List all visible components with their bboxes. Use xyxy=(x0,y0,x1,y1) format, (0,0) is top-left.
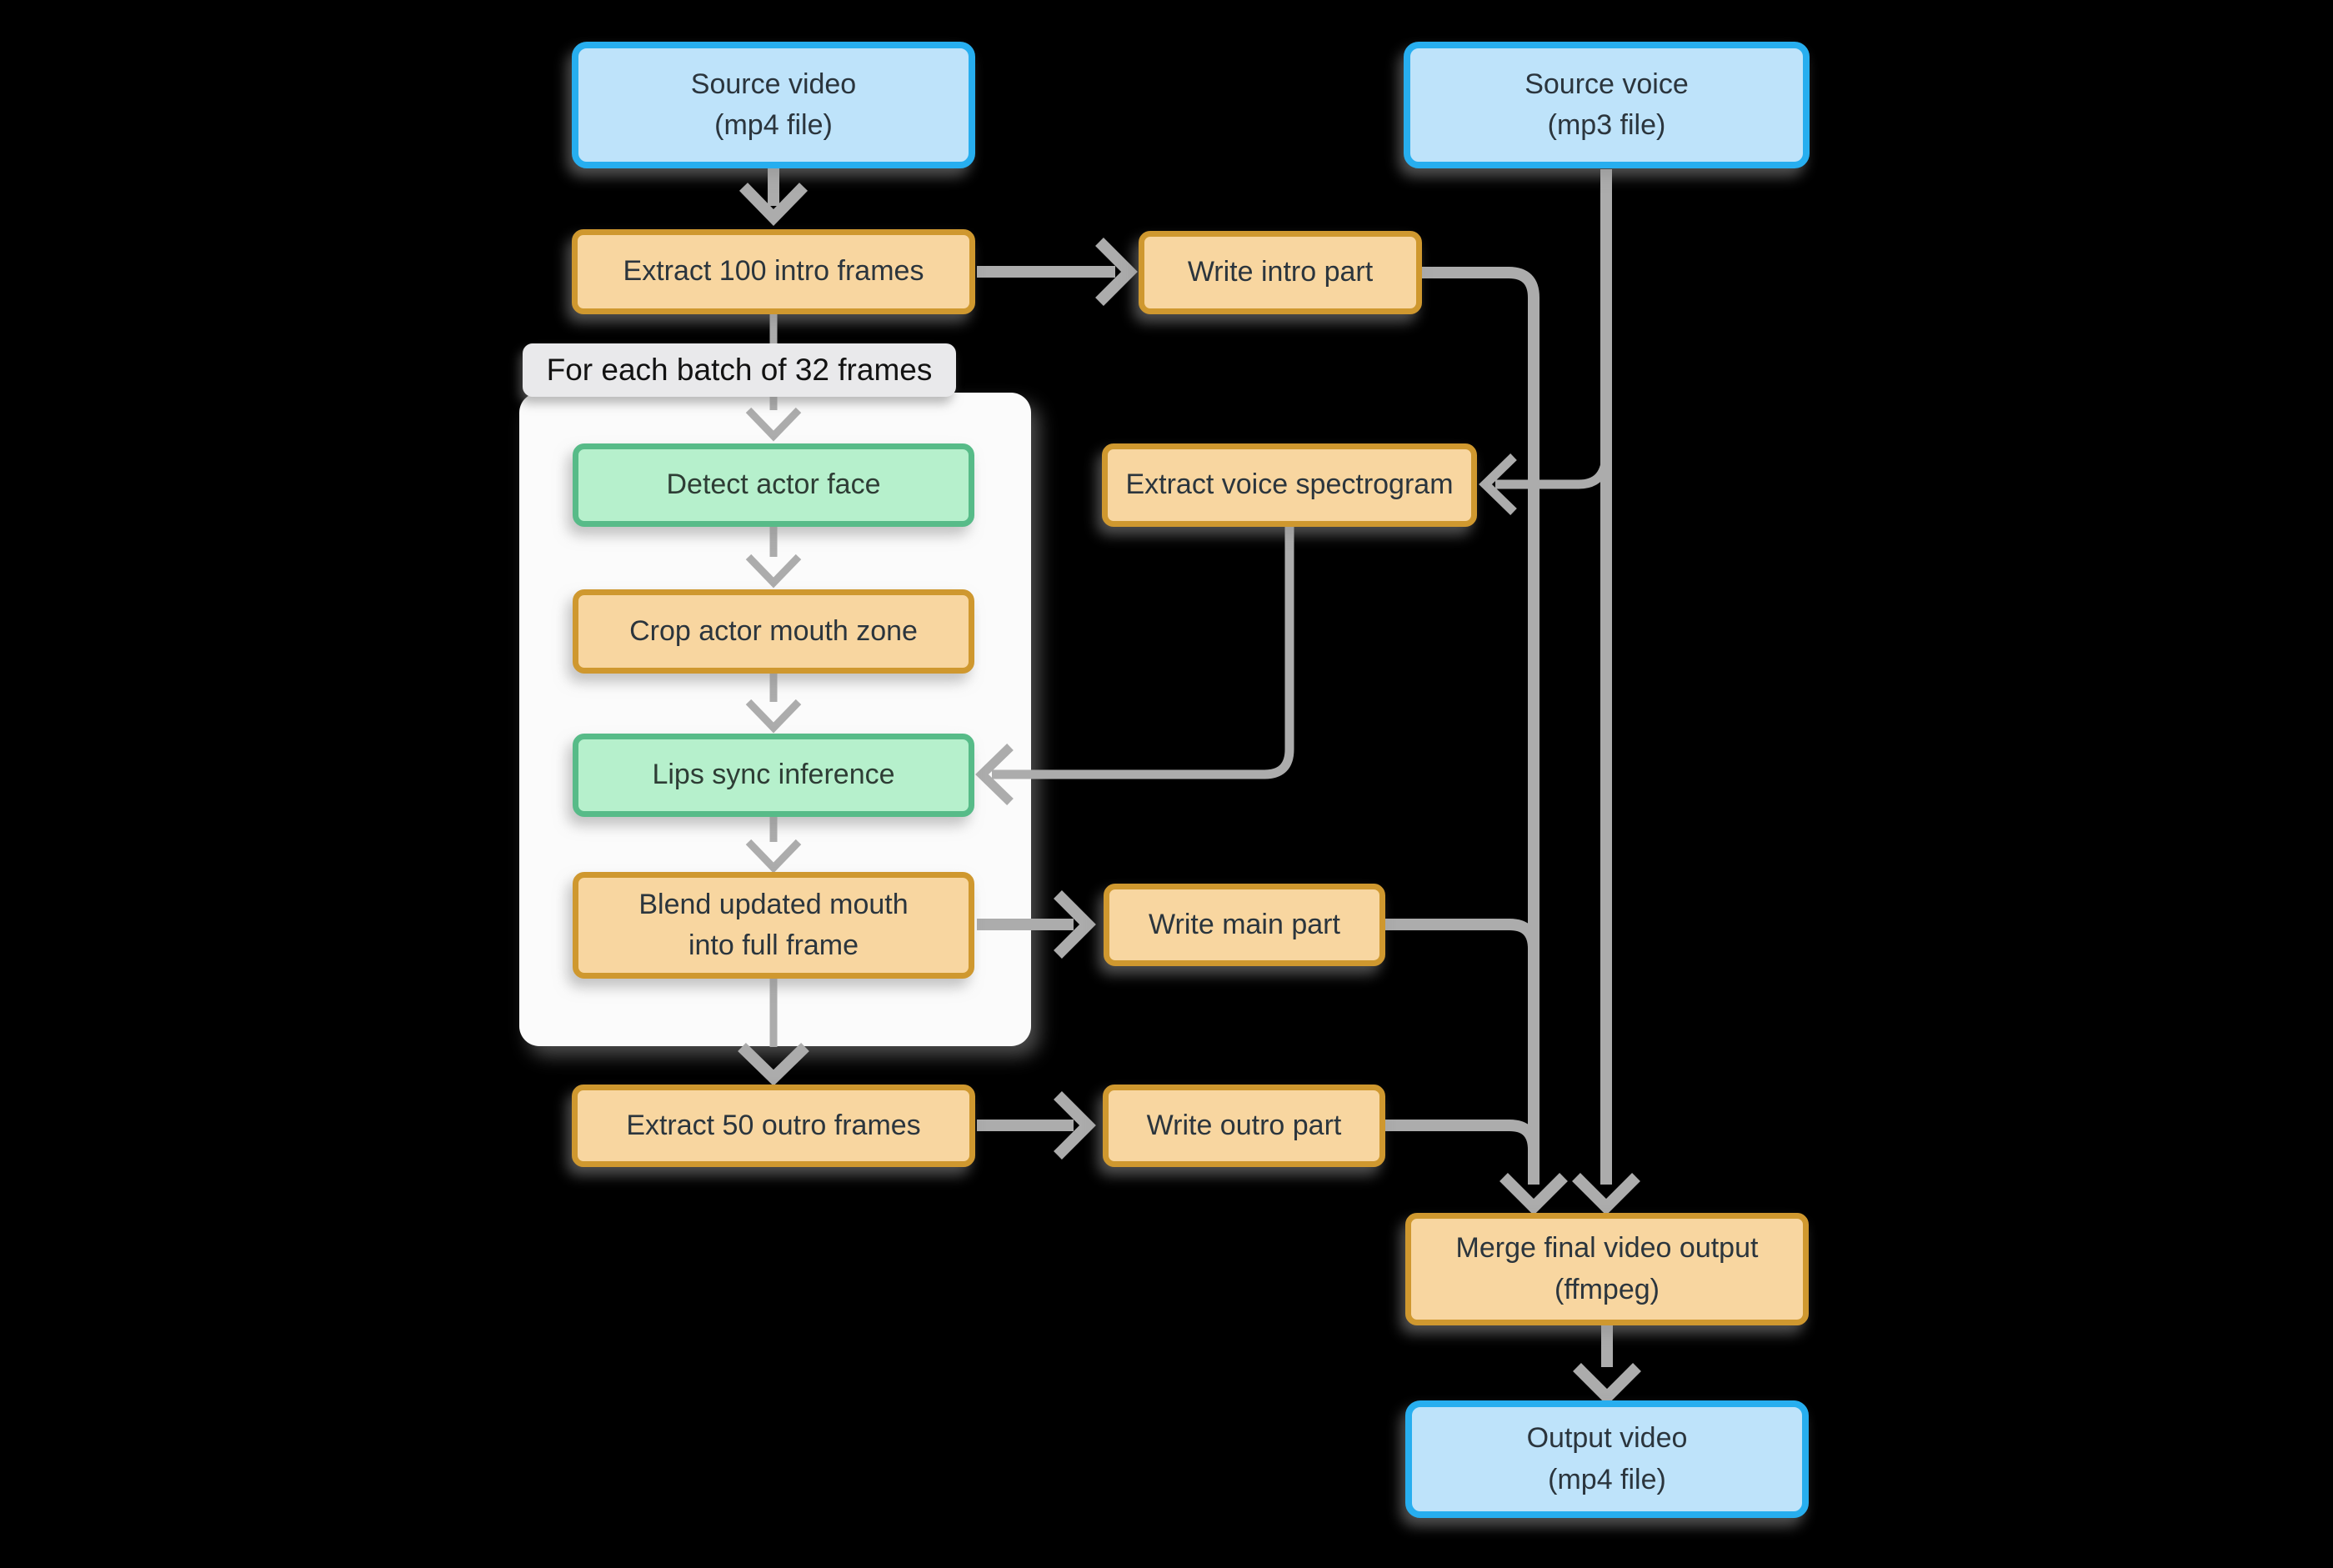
arrow-source-voice-to-spectrogram xyxy=(1479,453,1611,515)
node-write-main-label: Write main part xyxy=(1149,908,1340,940)
node-output-video-line2: (mp4 file) xyxy=(1548,1463,1666,1495)
node-source-voice: Source voice (mp3 file) xyxy=(1404,42,1810,168)
node-spectrogram-label: Extract voice spectrogram xyxy=(1125,468,1454,501)
node-extract-voice-spectrogram: Extract voice spectrogram xyxy=(1102,443,1477,527)
arrow-spectrogram-to-lips-sync xyxy=(975,527,1294,805)
node-write-outro-part: Write outro part xyxy=(1103,1085,1385,1167)
node-merge-final-video: Merge final video output (ffmpeg) xyxy=(1405,1213,1809,1325)
arrow-write-intro-to-merge xyxy=(1422,267,1568,1215)
node-source-voice-line2: (mp3 file) xyxy=(1547,109,1666,141)
node-output-video-line1: Output video xyxy=(1526,1422,1688,1455)
node-source-video-line1: Source video xyxy=(690,68,857,100)
node-crop-mouth-label: Crop actor mouth zone xyxy=(629,614,918,647)
node-detect-actor-face: Detect actor face xyxy=(573,443,974,527)
node-merge-line2: (ffmpeg) xyxy=(1554,1273,1660,1305)
node-source-video: Source video (mp4 file) xyxy=(572,42,975,168)
loop-batch-label: For each batch of 32 frames xyxy=(523,343,956,397)
node-blend-line1: Blend updated mouth xyxy=(638,888,909,920)
arrow-detect-face-to-crop-mouth xyxy=(745,527,802,589)
node-output-video: Output video (mp4 file) xyxy=(1405,1400,1809,1518)
loop-batch-label-text: For each batch of 32 frames xyxy=(546,353,933,387)
arrow-lips-sync-to-blend xyxy=(745,817,802,874)
arrow-source-voice-to-merge xyxy=(1572,169,1640,1215)
arrow-crop-mouth-to-lips-sync xyxy=(745,674,802,734)
node-source-video-line2: (mp4 file) xyxy=(714,109,833,141)
node-extract-intro-frames: Extract 100 intro frames xyxy=(572,229,975,314)
arrow-write-main-to-merge xyxy=(1385,919,1539,971)
node-write-outro-label: Write outro part xyxy=(1146,1109,1342,1141)
node-write-intro-part: Write intro part xyxy=(1139,231,1422,314)
node-crop-actor-mouth-zone: Crop actor mouth zone xyxy=(573,589,974,674)
arrow-loop-to-extract-outro xyxy=(738,979,809,1086)
node-merge-line1: Merge final video output xyxy=(1455,1232,1759,1265)
node-blend-line2: into full frame xyxy=(688,929,859,961)
arrow-extract-intro-to-write-intro xyxy=(977,238,1138,306)
node-detect-face-label: Detect actor face xyxy=(666,468,881,501)
node-write-main-part: Write main part xyxy=(1104,884,1385,966)
node-extract-outro-frames: Extract 50 outro frames xyxy=(572,1085,975,1167)
arrow-merge-to-output xyxy=(1573,1325,1641,1405)
node-extract-outro-label: Extract 50 outro frames xyxy=(626,1109,921,1141)
arrow-blend-to-write-main xyxy=(977,890,1096,959)
arrow-write-outro-to-merge xyxy=(1385,1120,1539,1171)
arrow-extract-outro-to-write-outro xyxy=(977,1091,1096,1160)
node-source-voice-line1: Source voice xyxy=(1524,68,1689,100)
arrow-source-video-to-extract-intro xyxy=(738,168,809,227)
node-write-intro-label: Write intro part xyxy=(1187,256,1374,288)
node-extract-intro-label: Extract 100 intro frames xyxy=(623,255,924,288)
node-lips-sync-inference: Lips sync inference xyxy=(573,734,974,817)
node-blend-updated-mouth: Blend updated mouth into full frame xyxy=(573,872,974,979)
node-lips-sync-label: Lips sync inference xyxy=(652,759,895,791)
